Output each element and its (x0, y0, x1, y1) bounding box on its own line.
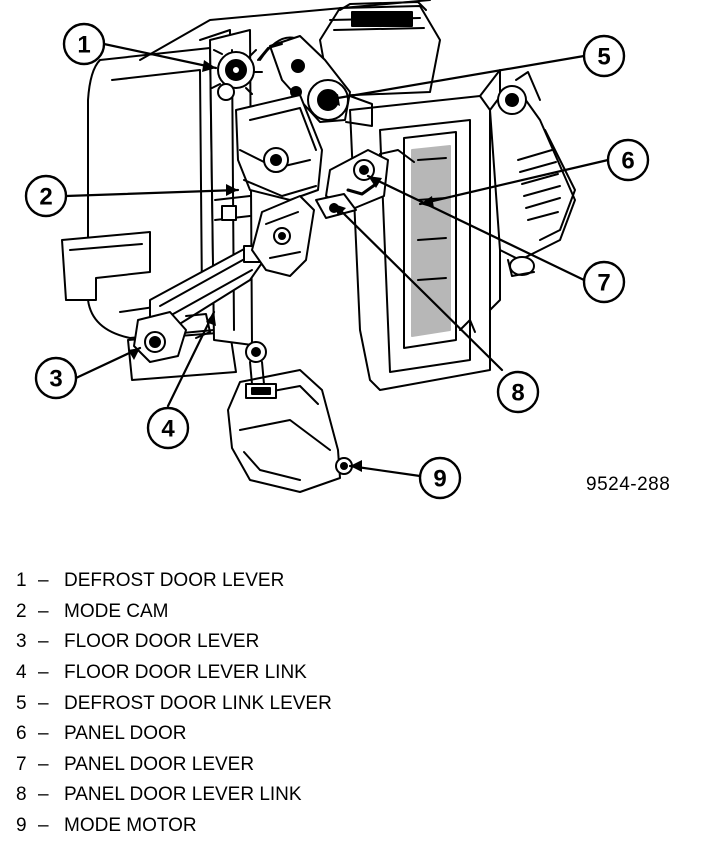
legend: 1 – DEFROST DOOR LEVER 2 – MODE CAM 3 – … (16, 566, 332, 841)
legend-item-2: 2 – MODE CAM (16, 597, 332, 628)
callout-8: 8 (511, 380, 524, 407)
mode-cam (235, 94, 323, 201)
right-linkage (489, 71, 576, 277)
legend-item-6: 6 – PANEL DOOR (16, 719, 332, 750)
callout-5: 5 (597, 44, 610, 71)
legend-item-4: 4 – FLOOR DOOR LEVER LINK (16, 658, 332, 689)
legend-label: MODE MOTOR (64, 815, 197, 837)
callout-9: 9 (433, 466, 446, 493)
legend-label: DEFROST DOOR LINK LEVER (64, 692, 332, 714)
figure-id: 9524-288 (586, 474, 671, 495)
legend-dash: – (38, 570, 49, 592)
legend-dash: – (38, 753, 49, 775)
legend-label: FLOOR DOOR LEVER (64, 631, 260, 653)
legend-number: 6 (16, 723, 27, 745)
legend-item-5: 5 – DEFROST DOOR LINK LEVER (16, 688, 332, 719)
legend-number: 9 (16, 815, 27, 837)
legend-item-8: 8 – PANEL DOOR LEVER LINK (16, 780, 332, 811)
legend-number: 8 (16, 784, 27, 806)
legend-number: 4 (16, 662, 27, 684)
legend-dash: – (38, 723, 49, 745)
callout-7: 7 (597, 270, 610, 297)
callout-3: 3 (49, 366, 62, 393)
callout-6: 6 (621, 148, 634, 175)
legend-item-1: 1 – DEFROST DOOR LEVER (16, 566, 332, 597)
legend-number: 7 (16, 753, 27, 775)
legend-number: 5 (16, 692, 27, 714)
legend-label: MODE CAM (64, 600, 169, 622)
legend-number: 2 (16, 600, 27, 622)
legend-label: PANEL DOOR LEVER LINK (64, 784, 302, 806)
leader-arrowheads (128, 60, 434, 472)
legend-dash: – (38, 815, 49, 837)
legend-dash: – (38, 631, 49, 653)
legend-dash: – (38, 600, 49, 622)
legend-number: 1 (16, 570, 27, 592)
legend-item-7: 7 – PANEL DOOR LEVER (16, 750, 332, 781)
legend-number: 3 (16, 631, 27, 653)
callout-1: 1 (77, 32, 90, 59)
legend-dash: – (38, 692, 49, 714)
floor-door-lever (133, 311, 211, 363)
legend-label: PANEL DOOR (64, 723, 187, 745)
legend-label: FLOOR DOOR LEVER LINK (64, 662, 307, 684)
hvac-mode-door-illustration: 1 2 3 4 5 6 7 8 9 (24, 0, 650, 500)
leader-lines (64, 42, 610, 478)
defrost-door-lever (211, 36, 321, 101)
legend-dash: – (38, 784, 49, 806)
callout-circles (24, 22, 650, 500)
legend-dash: – (38, 662, 49, 684)
callout-4: 4 (161, 416, 175, 443)
callout-2: 2 (39, 184, 52, 211)
mode-motor (227, 341, 353, 493)
legend-item-9: 9 – MODE MOTOR (16, 811, 332, 841)
legend-label: DEFROST DOOR LEVER (64, 570, 285, 592)
legend-item-3: 3 – FLOOR DOOR LEVER (16, 627, 332, 658)
legend-label: PANEL DOOR LEVER (64, 753, 255, 775)
